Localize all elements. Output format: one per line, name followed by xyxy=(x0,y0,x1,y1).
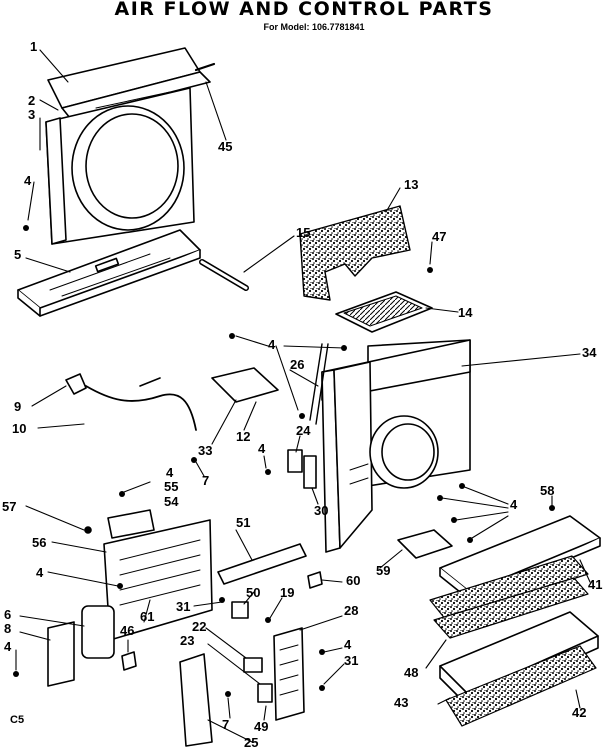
thermostat-part xyxy=(257,683,273,703)
callout-31: 31 xyxy=(344,653,359,668)
callout-5: 5 xyxy=(14,247,22,262)
callout-30: 30 xyxy=(314,503,329,518)
callout-46: 46 xyxy=(120,623,135,638)
knob-part xyxy=(231,601,249,619)
bracket-part xyxy=(309,343,329,425)
callout-43: 43 xyxy=(394,695,409,710)
callout-3: 3 xyxy=(28,107,36,122)
mount-plate-part xyxy=(211,367,279,403)
callout-6: 6 xyxy=(4,607,12,622)
callout-4: 4 xyxy=(24,173,32,188)
callout-60: 60 xyxy=(346,573,361,588)
callout-4: 4 xyxy=(344,637,352,652)
callout-42: 42 xyxy=(572,705,587,720)
base-tray-part xyxy=(17,229,201,317)
rod-part xyxy=(194,62,216,72)
footer-code: C5 xyxy=(10,714,25,726)
callout-57: 57 xyxy=(2,499,17,514)
callout-2: 2 xyxy=(28,93,36,108)
callout-34: 34 xyxy=(582,345,597,360)
callout-8: 8 xyxy=(4,621,12,636)
callout-28: 28 xyxy=(344,603,359,618)
callout-61: 61 xyxy=(140,609,155,624)
callout-4: 4 xyxy=(510,497,518,512)
small-cover-part xyxy=(397,529,453,559)
callout-14: 14 xyxy=(458,305,473,320)
callout-7: 7 xyxy=(202,473,210,488)
callout-1: 1 xyxy=(30,39,38,54)
control-panel-part xyxy=(84,509,213,641)
callout-25: 25 xyxy=(244,735,259,750)
callout-45: 45 xyxy=(218,139,233,154)
callout-4: 4 xyxy=(268,337,276,352)
callout-41: 41 xyxy=(588,577,603,592)
leader-lines xyxy=(15,49,591,743)
filter-pad-part xyxy=(299,205,411,301)
callout-58: 58 xyxy=(540,483,555,498)
callout-4: 4 xyxy=(258,441,266,456)
callout-13: 13 xyxy=(404,177,419,192)
capacitor-part xyxy=(47,605,115,687)
side-panel-part xyxy=(179,653,213,747)
callout-10: 10 xyxy=(12,421,27,436)
power-cord-part xyxy=(65,373,197,431)
callout-26: 26 xyxy=(290,357,305,372)
control-board-part xyxy=(273,627,305,721)
callout-23: 23 xyxy=(180,633,195,648)
callout-31: 31 xyxy=(176,599,191,614)
clip-part xyxy=(121,651,137,671)
callout-4: 4 xyxy=(4,639,12,654)
main-housing-part xyxy=(321,339,471,553)
bottom-filter-part xyxy=(445,645,597,727)
switch-bracket-part xyxy=(287,449,317,489)
grille-panel-part xyxy=(335,291,433,333)
callout-22: 22 xyxy=(192,619,207,634)
callout-9: 9 xyxy=(14,399,22,414)
callout-59: 59 xyxy=(376,563,391,578)
callout-51: 51 xyxy=(236,515,251,530)
callout-54: 54 xyxy=(164,494,179,509)
callout-49: 49 xyxy=(254,719,269,734)
plug-part xyxy=(307,571,323,589)
diagram-title: AIR FLOW AND CONTROL PARTS xyxy=(114,0,494,20)
callout-50: 50 xyxy=(246,585,261,600)
callout-24: 24 xyxy=(296,423,311,438)
callout-4: 4 xyxy=(166,465,174,480)
front-frame-part xyxy=(45,47,211,245)
callout-12: 12 xyxy=(236,429,251,444)
callout-55: 55 xyxy=(164,479,179,494)
callout-15: 15 xyxy=(296,225,311,240)
callout-47: 47 xyxy=(432,229,447,244)
callout-48: 48 xyxy=(404,665,419,680)
relay-part xyxy=(243,657,263,673)
filter-stack-part xyxy=(429,555,589,621)
callout-7: 7 xyxy=(222,717,230,732)
callout-4: 4 xyxy=(36,565,44,580)
callout-19: 19 xyxy=(280,585,295,600)
insulation-strip-part xyxy=(217,543,307,585)
model-subtitle: For Model: 106.7781841 xyxy=(263,22,365,32)
callout-56: 56 xyxy=(32,535,47,550)
callout-33: 33 xyxy=(198,443,213,458)
